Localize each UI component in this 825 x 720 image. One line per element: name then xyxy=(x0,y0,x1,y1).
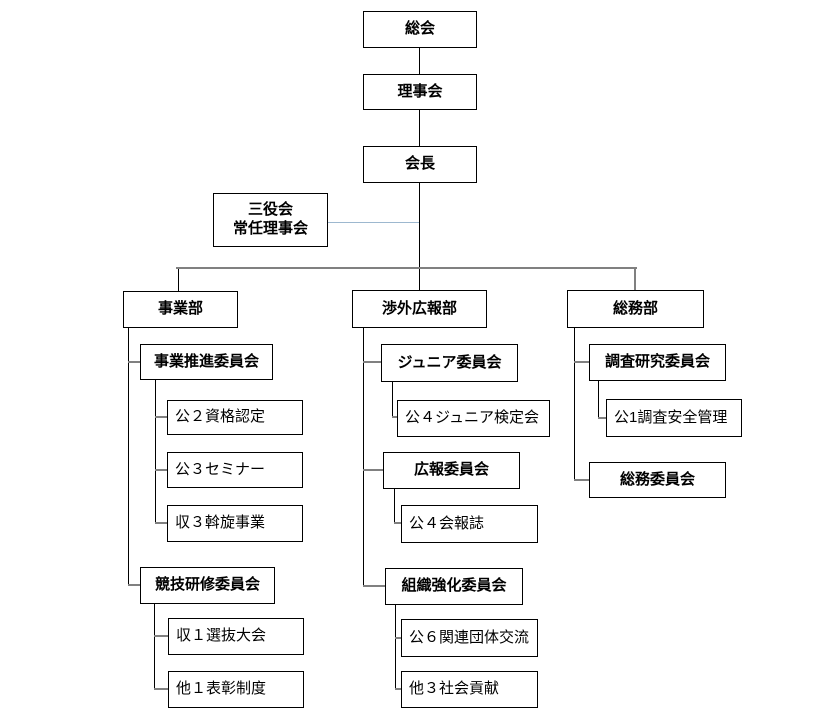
stub-kou4-junior xyxy=(392,416,397,418)
stub-kou1 xyxy=(598,417,606,419)
org-node-kou1-chousa-anzen-kanri: 公1調査安全管理 xyxy=(606,399,742,437)
org-node-soshiki-kyouka-iinkai: 組織強化委員会 xyxy=(385,568,523,605)
org-node-kyougi-kenshuu-iinkai: 競技研修委員会 xyxy=(140,567,275,604)
org-node-label: 組織強化委員会 xyxy=(401,577,507,595)
org-node-kaichou: 会長 xyxy=(363,146,477,183)
org-node-junior-iinkai: ジュニア委員会 xyxy=(381,344,518,382)
connector-drop-jigyoubu xyxy=(178,269,179,291)
org-node-kou4-junior-kenteikai: 公４ジュニア検定会 xyxy=(397,400,550,437)
org-node-label: 渉外広報部 xyxy=(381,299,457,317)
connector-branch-horizontal xyxy=(176,267,637,269)
connector-kouhou-down xyxy=(394,489,395,524)
org-node-label: 収１選抜大会 xyxy=(176,627,267,645)
org-node-jigyou-suishin-iinkai: 事業推進委員会 xyxy=(140,344,273,380)
org-node-label: 理事会 xyxy=(397,82,443,100)
org-node-label: 公６関連団体交流 xyxy=(409,628,530,646)
org-node-kouhou-iinkai: 広報委員会 xyxy=(383,452,520,489)
org-node-label: 公４ジュニア検定会 xyxy=(405,409,539,427)
org-node-jigyoubu: 事業部 xyxy=(123,291,238,328)
org-node-ta1-hyoushou-seido: 他１表彰制度 xyxy=(168,671,304,708)
org-node-label: 事業推進委員会 xyxy=(153,352,259,370)
stub-kou2 xyxy=(155,416,167,418)
connector-rijikai-kaichou xyxy=(419,110,420,146)
org-node-shu1-senbatsu-taikai: 収１選抜大会 xyxy=(168,618,304,655)
stub-shu3 xyxy=(155,522,167,524)
org-node-sanyakukai: 三役会 常任理事会 xyxy=(213,193,328,247)
connector-soukai-rijikai xyxy=(419,48,420,74)
connector-soshiki-down xyxy=(395,605,396,690)
org-node-ta3-shakai-kouken: 他３社会貢献 xyxy=(401,671,538,708)
stub-shu1 xyxy=(154,635,168,637)
connector-drop-soumubu xyxy=(634,269,636,290)
connector-kyougi-down xyxy=(154,604,155,690)
org-node-soumu-iinkai: 総務委員会 xyxy=(589,462,726,498)
org-node-label: 公２資格認定 xyxy=(175,408,266,426)
connector-sanyakukai-trunk xyxy=(328,222,419,223)
org-node-label: 公1調査安全管理 xyxy=(614,408,728,426)
org-node-soumubu: 総務部 xyxy=(567,290,704,328)
stub-chousa xyxy=(574,361,589,363)
org-node-kou2-shikaku-nintei: 公２資格認定 xyxy=(167,400,303,435)
stub-ta3 xyxy=(395,688,401,690)
org-node-label: 他３社会貢献 xyxy=(409,680,500,698)
stub-jigyou-suishin xyxy=(128,361,140,363)
org-node-kou6-kanren-dantai-kouryuu: 公６関連団体交流 xyxy=(401,619,538,657)
stub-kou3 xyxy=(155,469,167,471)
org-node-soukai: 総会 xyxy=(363,11,477,48)
org-node-label: 総務委員会 xyxy=(619,470,695,488)
org-node-label-line2: 常任理事会 xyxy=(232,220,308,237)
org-node-label: 公４会報誌 xyxy=(409,514,485,532)
org-node-label: 競技研修委員会 xyxy=(154,576,260,594)
org-node-label: 収３斡旋事業 xyxy=(175,514,266,532)
stub-junior xyxy=(363,361,381,363)
stub-kyougi-kenshuu xyxy=(128,584,140,586)
connector-chousa-down xyxy=(598,381,599,418)
stub-kou6 xyxy=(395,637,401,639)
org-node-label: 総会 xyxy=(404,20,435,38)
org-node-label: 総務部 xyxy=(612,299,658,317)
org-node-shu3-assen-jigyou: 収３斡旋事業 xyxy=(167,505,303,542)
org-node-label: 会長 xyxy=(404,155,435,173)
stub-soshiki xyxy=(363,585,385,587)
connector-soumubu-down xyxy=(574,328,575,480)
connector-shougai-down xyxy=(363,328,364,587)
org-node-rijikai: 理事会 xyxy=(363,74,477,110)
org-node-label: 調査研究委員会 xyxy=(604,353,710,371)
stub-kou4-kaihoushi xyxy=(394,522,401,524)
org-node-label: 広報委員会 xyxy=(413,461,489,479)
connector-kaichou-trunk xyxy=(419,183,420,290)
stub-ta1 xyxy=(154,688,168,690)
org-node-label: 公３セミナー xyxy=(175,460,266,478)
stub-soumu-iinkai xyxy=(574,479,589,481)
org-node-chousa-kenkyuu-iinkai: 調査研究委員会 xyxy=(589,344,726,381)
org-node-kou4-kaihoushi: 公４会報誌 xyxy=(401,505,538,543)
org-node-label-line1: 三役会 xyxy=(247,201,293,219)
org-node-label: ジュニア委員会 xyxy=(397,353,502,371)
org-node-shougai-kouhoubu: 渉外広報部 xyxy=(352,290,487,328)
org-node-kou3-seminar: 公３セミナー xyxy=(167,452,303,488)
stub-kouhou xyxy=(363,469,383,471)
org-node-label: 事業部 xyxy=(157,300,203,318)
connector-jigyoubu-down xyxy=(128,328,129,585)
connector-suishin-down xyxy=(155,380,156,523)
connector-junior-down xyxy=(392,382,393,418)
org-node-label: 他１表彰制度 xyxy=(176,680,267,698)
